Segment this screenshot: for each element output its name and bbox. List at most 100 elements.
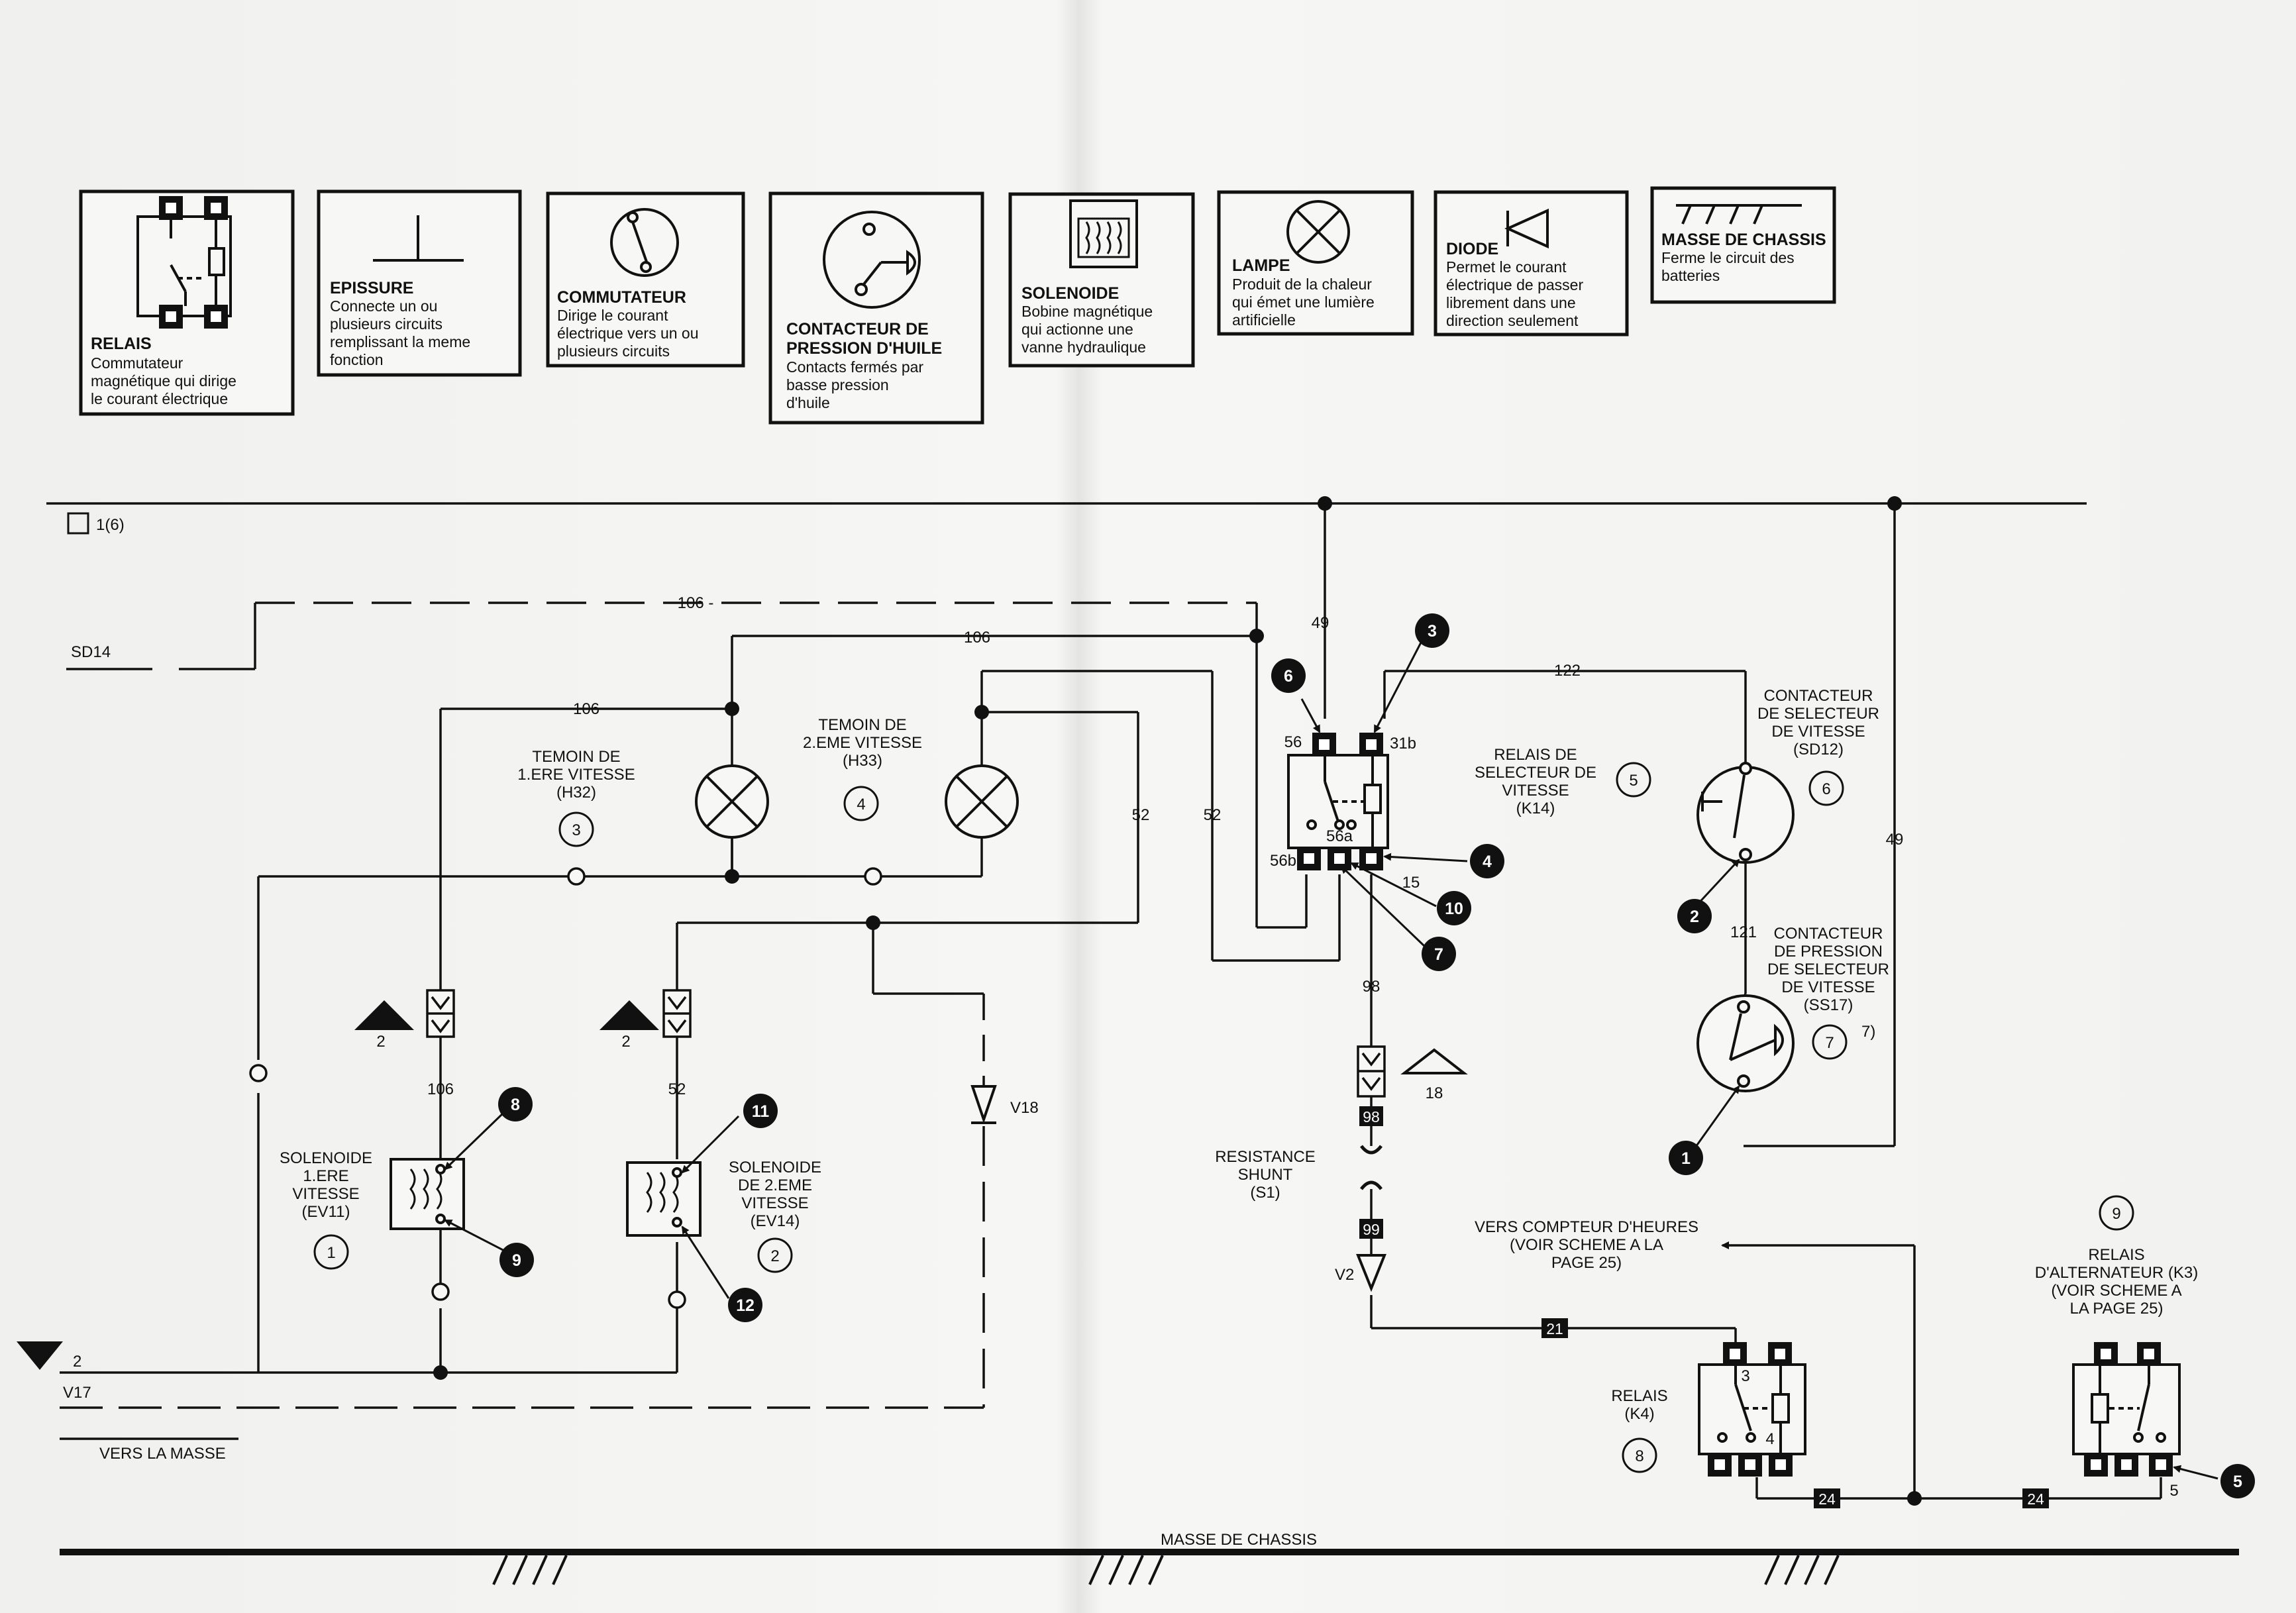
label-h33: 2.EME VITESSE: [803, 734, 922, 752]
label-ev14: SOLENOIDE: [729, 1159, 821, 1176]
label-compteur: (VOIR SCHEME A LA: [1510, 1236, 1663, 1254]
label-ss17-note: 7): [1861, 1023, 1875, 1041]
label-ss17: CONTACTEUR: [1774, 925, 1883, 943]
legend-solenoide-line: vanne hydraulique: [1021, 338, 1146, 356]
wire-number: 52: [668, 1080, 686, 1098]
legend-epissure-title: EPISSURE: [330, 279, 413, 297]
callout-badge-text: 6 3 4 10 7 2 1 8 9 11 12 5: [511, 622, 2242, 1491]
callout-number: 3: [1428, 622, 1437, 641]
callout-number: 7: [1434, 945, 1443, 964]
label-ev11: SOLENOIDE: [280, 1149, 372, 1167]
component-number: 6: [1822, 780, 1830, 798]
marker-number: 2: [376, 1033, 385, 1051]
connector-circles: [249, 867, 882, 1309]
terminal-label: 4: [1765, 1430, 1774, 1448]
label-ss17: DE VITESSE: [1781, 978, 1875, 996]
label-ev11: 1.ERE: [303, 1167, 348, 1185]
legend-diode-line: direction seulement: [1446, 312, 1579, 329]
triangle-markers: [17, 1000, 1468, 1370]
terminal-label: 3: [1741, 1367, 1749, 1385]
label-compteur: PAGE 25): [1551, 1254, 1622, 1272]
chassis-ground-bar: [60, 1549, 2239, 1585]
component-number: 4: [857, 796, 865, 813]
wire-number: 106: [427, 1080, 454, 1098]
label-v18: V18: [1010, 1099, 1039, 1117]
wire-number: 49: [1312, 614, 1330, 632]
component-number: 5: [1629, 772, 1638, 790]
callout-badges: [498, 613, 2255, 1498]
label-k4: RELAIS: [1611, 1387, 1667, 1405]
label-ss17: DE SELECTEUR: [1767, 961, 1889, 978]
wire-number-boxes: 98 99 21 24 24: [1359, 1106, 2049, 1508]
component-number: 3: [572, 821, 580, 839]
legend-contacteur-title: PRESSION D'HUILE: [786, 339, 942, 358]
callout-number: 12: [736, 1296, 755, 1315]
legend-commutateur-line: plusieurs circuits: [557, 342, 670, 360]
callout-number: 5: [2233, 1473, 2242, 1491]
wire-box-label: 98: [1363, 1108, 1380, 1125]
wire-number: 49: [1886, 831, 1904, 849]
wire-number: 98: [1363, 978, 1381, 996]
legend-diode-title: DIODE: [1446, 240, 1498, 258]
callout-number: 2: [1690, 908, 1699, 926]
label-v17: V17: [63, 1384, 91, 1402]
label-ss17: (SS17): [1804, 996, 1853, 1014]
legend-solenoide-title: SOLENOIDE: [1021, 284, 1119, 303]
wire-box-label: 24: [1818, 1490, 1836, 1508]
label-sd12: (SD12): [1793, 741, 1844, 758]
label-h33: (H33): [843, 752, 882, 770]
legend-diode-line: librement dans une: [1446, 294, 1576, 311]
lamp-h33: [945, 764, 1019, 839]
label-ev11: (EV11): [302, 1203, 350, 1221]
label-sd12: DE VITESSE: [1771, 723, 1865, 741]
legend-contacteur-line: d'huile: [786, 394, 830, 411]
legend-lampe: LAMPE Produit de la chaleur qui émet une…: [1217, 190, 1414, 336]
wire-number: 106 -: [678, 594, 714, 612]
label-h32: TEMOIN DE: [532, 748, 620, 766]
label-sd12: CONTACTEUR: [1764, 687, 1873, 705]
legend-contacteur-line: Contacts fermés par: [786, 358, 923, 376]
marker-number: 2: [73, 1353, 81, 1371]
legend-relais: RELAIS Commutateur magnétique qui dirige…: [79, 189, 295, 416]
callout-number: 4: [1483, 853, 1492, 871]
terminal-label: 56a: [1326, 827, 1353, 845]
component-number: 8: [1635, 1447, 1644, 1465]
legend-epissure-line: plusieurs circuits: [330, 315, 443, 333]
label-s1: RESISTANCE: [1215, 1148, 1316, 1166]
wire-number: 52: [1204, 806, 1222, 824]
wire-box-label: 99: [1363, 1221, 1380, 1238]
terminal-label: 31b: [1390, 735, 1416, 753]
diode-icon: [1504, 208, 1549, 249]
component-number: 2: [770, 1247, 779, 1265]
switch-sd12: [1696, 762, 1795, 864]
legend-lampe-line: artificielle: [1232, 311, 1296, 329]
terminal-labels: 56 31b 56a 56b 3 4 5: [1270, 733, 2179, 1500]
wires: [46, 502, 2162, 1500]
label-k14: (K14): [1516, 800, 1555, 817]
lamp-h32: [695, 764, 769, 839]
label-ev14: (EV14): [751, 1212, 800, 1230]
legend-lampe-title: LAMPE: [1232, 256, 1290, 275]
callout-number: 9: [512, 1251, 521, 1270]
solenoid-icon: [1069, 199, 1138, 268]
label-k3: LA PAGE 25): [2070, 1300, 2164, 1318]
legend-relais-line: le courant électrique: [91, 390, 228, 407]
pressure-switch-icon: [823, 211, 921, 309]
switch-icon: [610, 208, 679, 277]
legend-masse-line: batteries: [1661, 267, 1720, 284]
legend-relais-title: RELAIS: [91, 335, 152, 353]
legend-commutateur-line: Dirige le courant: [557, 307, 668, 324]
wire-number: 122: [1554, 662, 1581, 680]
legend-epissure-line: Connecte un ou: [330, 297, 437, 315]
marker-number: 18: [1426, 1084, 1443, 1102]
label-h32: (H32): [556, 784, 596, 802]
label-k14: VITESSE: [1502, 782, 1569, 800]
legend-masse-line: Ferme le circuit des: [1661, 249, 1795, 266]
callout-number: 11: [752, 1102, 770, 1121]
legend-solenoide-line: qui actionne une: [1021, 321, 1133, 338]
legend-epissure-line: remplissant la meme: [330, 333, 470, 350]
label-h32: 1.ERE VITESSE: [517, 766, 635, 784]
diode-v18: [970, 1085, 997, 1124]
